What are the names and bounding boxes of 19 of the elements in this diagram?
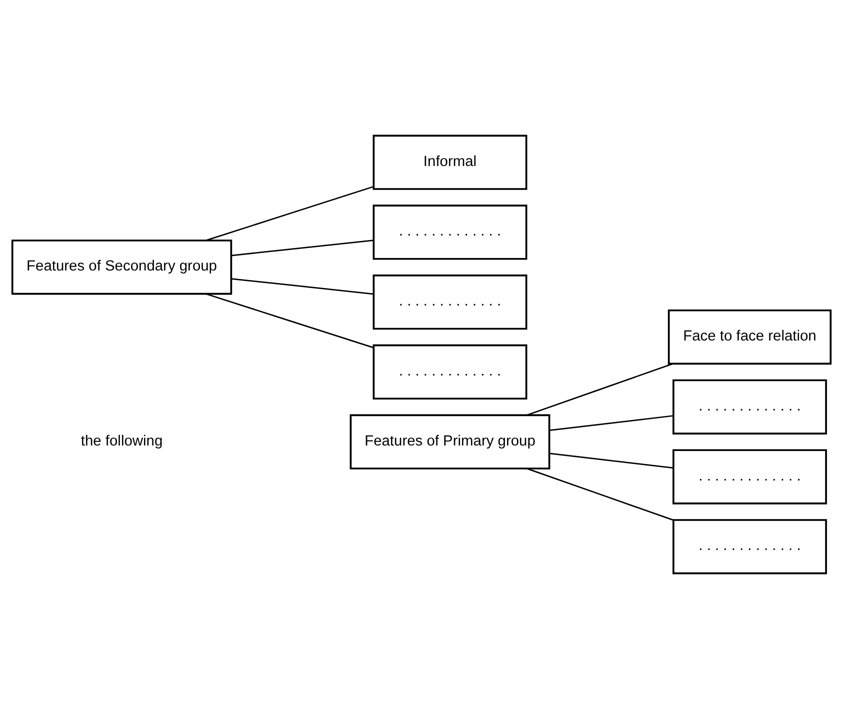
- connector: [526, 363, 674, 416]
- node-box: . . . . . . . . . . . . .: [672, 449, 827, 504]
- node-box: . . . . . . . . . . . . .: [372, 204, 528, 260]
- connector: [206, 293, 374, 348]
- node-box: Informal: [372, 134, 528, 190]
- node-box: Features of Primary group: [350, 414, 550, 470]
- connector: [550, 415, 674, 431]
- node-box: . . . . . . . . . . . . .: [672, 519, 827, 574]
- label: the following: [80, 433, 163, 450]
- node-box: . . . . . . . . . . . . .: [372, 344, 528, 400]
- connector: [526, 468, 674, 521]
- node-box: . . . . . . . . . . . . .: [672, 379, 827, 434]
- node-box: . . . . . . . . . . . . .: [372, 274, 528, 330]
- connector: [231, 278, 374, 295]
- connector: [206, 186, 374, 242]
- connector: [550, 452, 674, 469]
- node-box: Features of Secondary group: [11, 240, 232, 295]
- node-box: Face to face relation: [668, 309, 832, 365]
- connector: [231, 240, 374, 256]
